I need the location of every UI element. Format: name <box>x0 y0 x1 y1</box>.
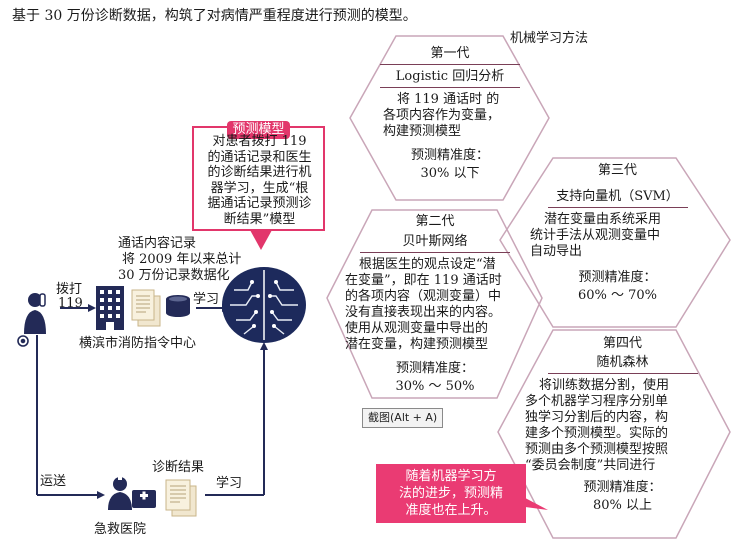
model-line: 器学习，生成“根 <box>210 180 309 196</box>
generation-3: 第三代 支持向量机（SVM） 潜在变量由系统采用 统计手法从观测变量中 自动导出… <box>530 163 705 304</box>
hospital-name: 急救医院 <box>94 522 147 537</box>
gen-desc-line: 将训练数据分割，使用 <box>539 378 670 393</box>
gen-desc-line: 多个机器学习程序分别单 <box>525 394 669 409</box>
gen-title: 第二代 <box>415 214 455 229</box>
callout-box: 随着机器学习方 法的进步，预测精 准度也在上升。 <box>376 464 526 523</box>
flow-lines <box>36 307 265 496</box>
dial-label: 拨打 <box>56 282 83 297</box>
model-line: 的诊断结果进行机 <box>207 165 312 180</box>
hexagon-gen1 <box>349 35 550 201</box>
gen-desc-line: 根据医生的观点设定“潜 <box>359 257 496 272</box>
gen-acc-label: 预测精准度： <box>395 361 474 376</box>
gen-desc-line: 将 119 通话时 的 <box>397 92 500 107</box>
gen-method: 支持向量机（SVM） <box>556 189 679 204</box>
gen-desc-line: “委员会制度”共同进行 <box>525 458 656 473</box>
model-box-frame <box>192 126 325 231</box>
model-line: 对患者拨打 119 <box>212 134 307 149</box>
generation-1: 第一代 Logistic 回归分析 将 119 通话时 的 各项内容作为变量， … <box>375 46 525 182</box>
gen-acc-value: 30% 以下 <box>420 166 480 181</box>
gen-desc-line: 使用从观测变量中导出的 <box>345 321 489 336</box>
model-line: 据通话记录预测诊 <box>207 196 312 211</box>
gen-acc-label: 预测精准度： <box>583 480 662 495</box>
gen-acc-value: 60% ～ 70% <box>577 288 658 303</box>
record-desc-2: 30 万份记录数据化 <box>118 268 230 283</box>
callout-line: 随着机器学习方 <box>405 469 497 484</box>
page-title: 基于 30 万份诊断数据，构筑了对病情严重程度进行预测的模型。 <box>12 8 417 24</box>
gen-method: Logistic 回归分析 <box>395 69 505 84</box>
gen-acc-label: 预测精准度： <box>578 270 657 285</box>
model-box: 预测模型 <box>193 118 324 139</box>
hexagon-gen4 <box>497 329 731 539</box>
gen-desc-line: 独学习分割后的内容，构 <box>525 410 669 425</box>
dial-number: 119 <box>58 296 83 311</box>
ml-method-label: 机械学习方法 <box>510 31 589 46</box>
phone-icon <box>17 335 29 347</box>
generation-4: 第四代 随机森林 将训练数据分割，使用 多个机器学习程序分别单 独学习分割后的内… <box>525 336 720 514</box>
gen-acc-label: 预测精准度： <box>410 148 489 163</box>
hexagon-gen2 <box>326 209 543 399</box>
callout-line: 准度也在上升。 <box>405 503 497 518</box>
gen-acc-value: 80% 以上 <box>592 498 653 513</box>
diagnosis-label: 诊断结果 <box>152 460 205 475</box>
model-box-pointer <box>250 230 272 250</box>
gen-desc-line: 统计手法从观测变量中 <box>530 228 661 243</box>
building-icon <box>96 286 124 330</box>
learn-bottom-label: 学习 <box>216 476 243 491</box>
doctor-icon <box>108 476 132 510</box>
record-label: 通话内容记录 <box>118 236 197 251</box>
database-icon <box>166 295 190 317</box>
ambulance-icon <box>132 490 156 508</box>
gen-desc-line: 自动导出 <box>530 244 583 259</box>
gen-acc-value: 30% ～ 50% <box>395 379 475 394</box>
gen-method: 贝叶斯网络 <box>402 234 468 249</box>
center-name: 横滨市消防指令中心 <box>79 336 197 351</box>
gen-desc-line: 的各项内容（观测变量）中 <box>345 289 502 304</box>
transport-label: 运送 <box>40 474 67 489</box>
gen-desc-line: 潜在变量，构建预测模型 <box>345 337 489 352</box>
learn-top-label: 学习 <box>193 292 220 307</box>
model-tag: 预测模型 <box>227 121 290 139</box>
document-icon-diagnosis <box>165 479 197 517</box>
gen-desc-line: 没有直接表现出来的内容。 <box>345 305 502 320</box>
gen-method: 随机森林 <box>596 355 649 370</box>
callout-line: 法的进步，预测精 <box>398 486 503 501</box>
caller-icon <box>24 293 46 334</box>
record-desc-1: 将 2009 年以来总计 <box>122 252 242 267</box>
model-line: 断结果”模型 <box>223 211 296 227</box>
gen-desc-line: 在变量”，即在 119 通话时 <box>345 273 502 288</box>
gen-title: 第四代 <box>602 336 642 351</box>
gen-desc-line: 预测由多个预测模型按照 <box>525 442 669 457</box>
screenshot-tooltip: 截图(Alt + A) <box>362 408 444 428</box>
gen-title: 第一代 <box>430 46 470 61</box>
model-description: 对患者拨打 119 的通话记录和医生 的诊断结果进行机 器学习，生成“根 据通话… <box>197 134 322 227</box>
document-icon-record <box>131 289 161 327</box>
gen-desc-line: 建多个预测模型。实际的 <box>525 426 669 441</box>
hexagon-gen3 <box>499 157 731 328</box>
gen-desc-line: 潜在变量由系统采用 <box>544 212 662 227</box>
gen-desc-line: 各项内容作为变量， <box>383 108 501 123</box>
brain-icon <box>222 267 306 343</box>
gen-desc-line: 构建预测模型 <box>383 124 462 139</box>
model-line: 的通话记录和医生 <box>207 149 312 165</box>
generation-2: 第二代 贝叶斯网络 根据医生的观点设定“潜 在变量”，即在 119 通话时 的各… <box>345 214 525 395</box>
gen-title: 第三代 <box>597 163 637 178</box>
